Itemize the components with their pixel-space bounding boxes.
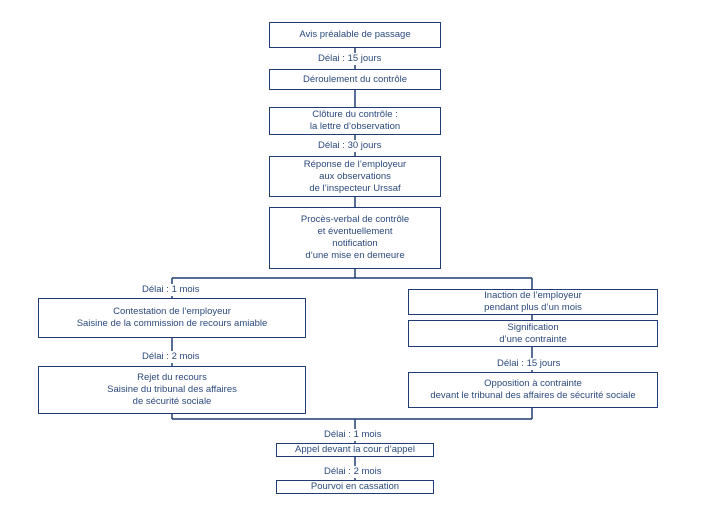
delay-label-15-jours-2: Délai : 15 jours bbox=[495, 358, 563, 370]
box-pourvoi-label: Pourvoi en cassation bbox=[310, 481, 400, 492]
box-inaction: Inaction de l’employeur pendant plus d’u… bbox=[408, 289, 658, 315]
box-contestation: Contestation de l’employeur Saisine de l… bbox=[38, 298, 306, 338]
box-deroulement-label: Déroulement du contrôle bbox=[302, 73, 408, 85]
delay-label-1-mois-1: Délai : 1 mois bbox=[140, 284, 202, 296]
box-proces-verbal: Procès-verbal de contrôle et éventuellem… bbox=[269, 207, 441, 269]
box-signification-label: Signification d’une contrainte bbox=[499, 321, 567, 345]
box-contestation-label: Contestation de l’employeur Saisine de l… bbox=[76, 306, 268, 329]
delay-label-2-mois-2: Délai : 2 mois bbox=[322, 466, 384, 478]
box-rejet-recours-label: Rejet du recours Saisine du tribunal des… bbox=[107, 372, 237, 407]
box-proces-verbal-label: Procès-verbal de contrôle et éventuellem… bbox=[300, 214, 410, 261]
box-opposition: Opposition à contrainte devant le tribun… bbox=[408, 372, 658, 408]
box-avis-prealable-label: Avis préalable de passage bbox=[299, 29, 411, 40]
box-rejet-recours: Rejet du recours Saisine du tribunal des… bbox=[38, 366, 306, 414]
box-avis-prealable: Avis préalable de passage bbox=[269, 22, 441, 48]
box-cloture: Clôture du contrôle : la lettre d’observ… bbox=[269, 107, 441, 135]
box-opposition-label: Opposition à contrainte devant le tribun… bbox=[430, 378, 636, 401]
box-inaction-label: Inaction de l’employeur pendant plus d’u… bbox=[484, 290, 582, 313]
box-appel: Appel devant la cour d’appel bbox=[276, 443, 434, 457]
box-reponse-employeur: Réponse de l’employeur aux observations … bbox=[269, 156, 441, 197]
box-pourvoi: Pourvoi en cassation bbox=[276, 480, 434, 494]
delay-label-15-jours-1: Délai : 15 jours bbox=[316, 53, 384, 65]
delay-label-1-mois-2: Délai : 1 mois bbox=[322, 429, 384, 441]
delay-label-30-jours: Délai : 30 jours bbox=[316, 140, 384, 152]
delay-label-2-mois-1: Délai : 2 mois bbox=[140, 351, 202, 363]
box-reponse-employeur-label: Réponse de l’employeur aux observations … bbox=[303, 158, 407, 194]
box-deroulement: Déroulement du contrôle bbox=[269, 69, 441, 90]
box-cloture-label: Clôture du contrôle : la lettre d’observ… bbox=[309, 109, 401, 132]
box-appel-label: Appel devant la cour d’appel bbox=[295, 444, 415, 455]
box-signification: Signification d’une contrainte bbox=[408, 320, 658, 347]
